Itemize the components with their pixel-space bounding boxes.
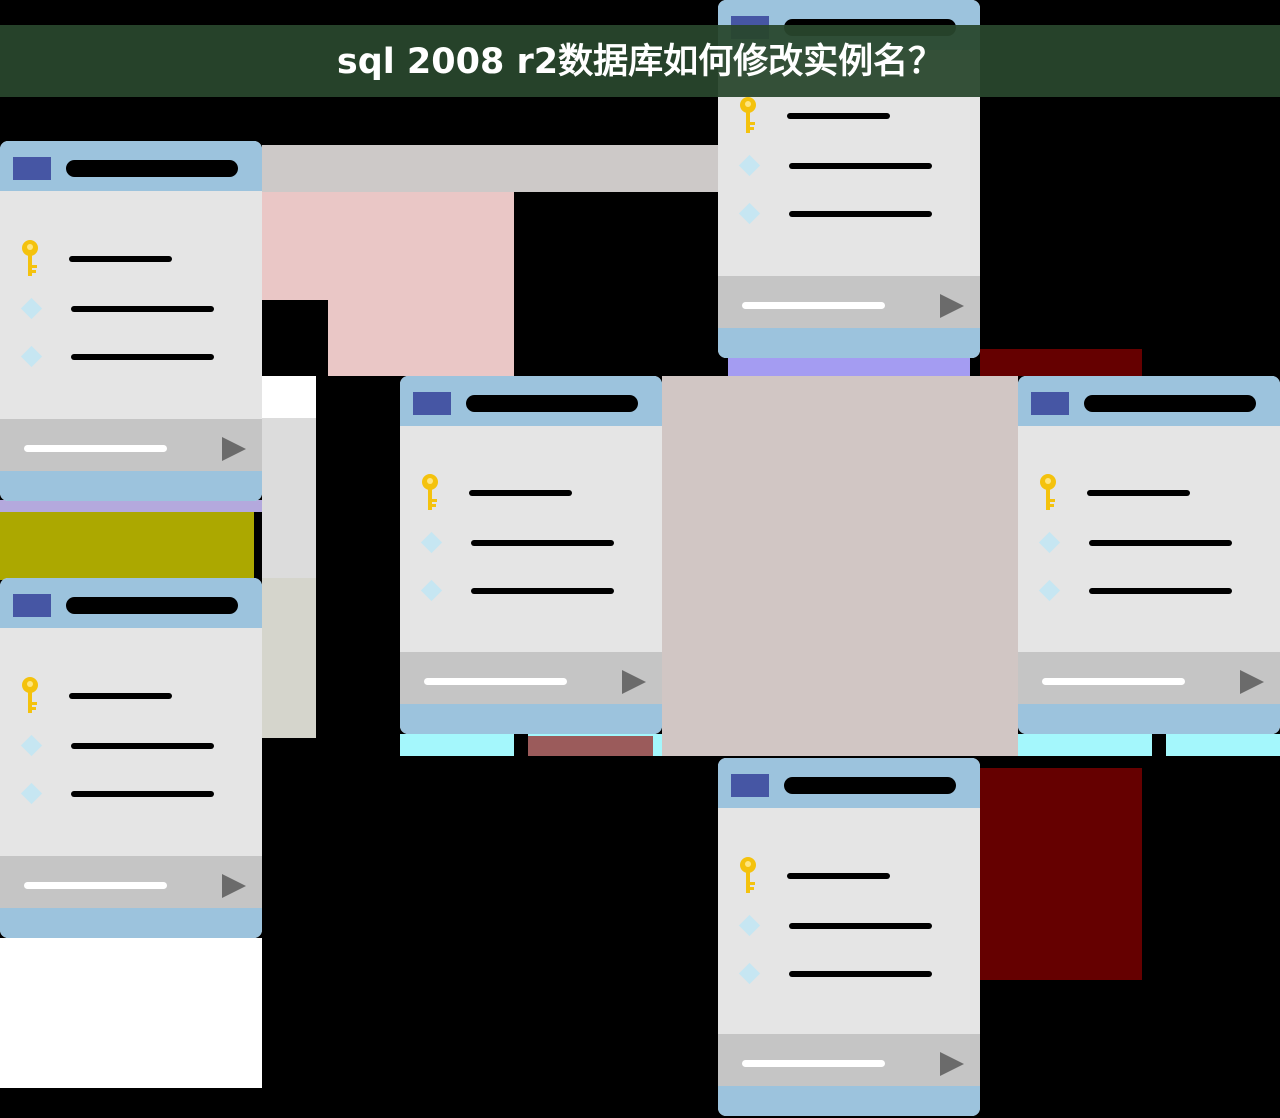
table-icon bbox=[1031, 392, 1069, 415]
connector-black-gap bbox=[262, 300, 328, 376]
footer-placeholder bbox=[1042, 678, 1185, 685]
field-placeholder bbox=[471, 588, 614, 594]
connector-maroon-small bbox=[528, 736, 653, 756]
connector-dark-red-top bbox=[980, 349, 1142, 376]
table-card-left-upper[interactable] bbox=[0, 141, 262, 501]
table-card-bottom[interactable] bbox=[718, 758, 980, 1116]
field-placeholder bbox=[71, 306, 214, 312]
field-placeholder bbox=[71, 791, 214, 797]
connector-white bbox=[262, 376, 316, 418]
title-banner: sql 2008 r2数据库如何修改实例名？ bbox=[0, 25, 1280, 97]
diamond-icon bbox=[20, 297, 43, 320]
table-card-left-lower[interactable] bbox=[0, 578, 262, 938]
table-card-base bbox=[0, 471, 262, 501]
diamond-icon bbox=[1038, 531, 1061, 554]
table-card-footer bbox=[718, 1034, 980, 1086]
footer-placeholder bbox=[424, 678, 567, 685]
key-icon bbox=[422, 474, 438, 510]
diamond-icon bbox=[420, 531, 443, 554]
connector-gray-green bbox=[262, 578, 316, 738]
table-card-right[interactable] bbox=[1018, 376, 1280, 734]
primary-key-field-placeholder bbox=[69, 256, 172, 262]
field-placeholder bbox=[1089, 540, 1232, 546]
connector-dark-red-bottom bbox=[980, 768, 1142, 980]
field-placeholder bbox=[71, 354, 214, 360]
play-icon[interactable] bbox=[940, 294, 964, 318]
diamond-icon bbox=[738, 914, 761, 937]
key-icon bbox=[740, 97, 756, 133]
table-icon bbox=[13, 594, 51, 617]
diamond-icon bbox=[20, 782, 43, 805]
diamond-icon bbox=[1038, 579, 1061, 602]
connector-center-taupe bbox=[662, 376, 1018, 756]
table-card-footer bbox=[1018, 652, 1280, 704]
table-card-header bbox=[0, 141, 262, 191]
table-icon bbox=[413, 392, 451, 415]
connector-top-gray bbox=[262, 145, 718, 192]
table-card-base bbox=[1018, 704, 1280, 734]
table-card-base bbox=[718, 328, 980, 358]
connector-cyan-right bbox=[1018, 734, 1280, 756]
footer-placeholder bbox=[24, 445, 167, 452]
table-card-footer bbox=[400, 652, 662, 704]
connector-olive bbox=[0, 512, 254, 580]
connector-black-notch-left bbox=[514, 734, 528, 756]
diamond-icon bbox=[738, 202, 761, 225]
table-card-base bbox=[0, 908, 262, 938]
key-icon bbox=[22, 677, 38, 713]
table-name-placeholder bbox=[66, 597, 238, 614]
primary-key-field-placeholder bbox=[787, 873, 890, 879]
table-name-placeholder bbox=[66, 160, 238, 177]
table-card-header bbox=[1018, 376, 1280, 426]
connector-black-notch-right bbox=[1152, 734, 1166, 756]
table-card-center[interactable] bbox=[400, 376, 662, 734]
field-placeholder bbox=[789, 163, 932, 169]
table-card-base bbox=[400, 704, 662, 734]
footer-placeholder bbox=[742, 1060, 885, 1067]
table-card-header bbox=[718, 758, 980, 808]
play-icon[interactable] bbox=[940, 1052, 964, 1076]
diamond-icon bbox=[20, 734, 43, 757]
play-icon[interactable] bbox=[222, 437, 246, 461]
table-name-placeholder bbox=[1084, 395, 1256, 412]
table-card-header bbox=[400, 376, 662, 426]
diamond-icon bbox=[738, 154, 761, 177]
diamond-icon bbox=[420, 579, 443, 602]
table-card-footer bbox=[718, 276, 980, 328]
connector-light-gray bbox=[262, 418, 316, 578]
field-placeholder bbox=[789, 211, 932, 217]
table-card-footer bbox=[0, 419, 262, 471]
footer-placeholder bbox=[742, 302, 885, 309]
table-card-base bbox=[718, 1086, 980, 1116]
table-icon bbox=[13, 157, 51, 180]
field-placeholder bbox=[789, 923, 932, 929]
page-title: sql 2008 r2数据库如何修改实例名？ bbox=[336, 42, 944, 82]
key-icon bbox=[22, 240, 38, 276]
primary-key-field-placeholder bbox=[787, 113, 890, 119]
field-placeholder bbox=[471, 540, 614, 546]
play-icon[interactable] bbox=[622, 670, 646, 694]
table-name-placeholder bbox=[466, 395, 638, 412]
table-icon bbox=[731, 774, 769, 797]
diamond-icon bbox=[738, 962, 761, 985]
field-placeholder bbox=[71, 743, 214, 749]
field-placeholder bbox=[789, 971, 932, 977]
play-icon[interactable] bbox=[1240, 670, 1264, 694]
primary-key-field-placeholder bbox=[469, 490, 572, 496]
table-card-footer bbox=[0, 856, 262, 908]
key-icon bbox=[740, 857, 756, 893]
connector-periwinkle bbox=[728, 356, 970, 376]
table-name-placeholder bbox=[784, 777, 956, 794]
footer-placeholder bbox=[24, 882, 167, 889]
primary-key-field-placeholder bbox=[69, 693, 172, 699]
primary-key-field-placeholder bbox=[1087, 490, 1190, 496]
field-placeholder bbox=[1089, 588, 1232, 594]
key-icon bbox=[1040, 474, 1056, 510]
diamond-icon bbox=[20, 345, 43, 368]
play-icon[interactable] bbox=[222, 874, 246, 898]
table-card-header bbox=[0, 578, 262, 628]
connector-lavender bbox=[0, 500, 262, 512]
connector-white-bottom bbox=[0, 938, 262, 1088]
